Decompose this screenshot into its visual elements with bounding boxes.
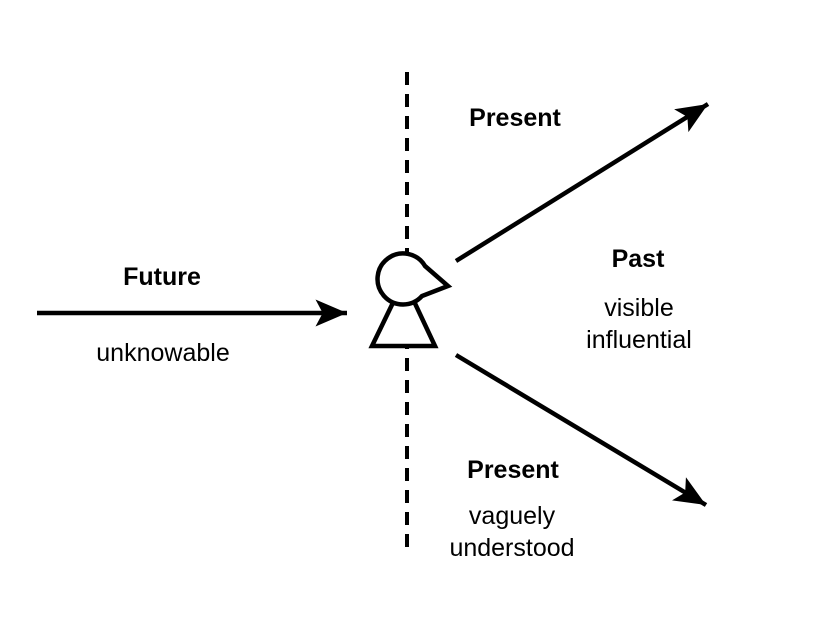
person-profile-icon xyxy=(368,251,453,349)
past-sublabel: visible influential xyxy=(586,292,692,356)
past-subline-1: visible xyxy=(604,294,674,322)
future-sublabel: unknowable xyxy=(96,339,230,367)
past-subline-2: influential xyxy=(586,326,692,354)
present-top-label: Present xyxy=(469,104,561,132)
person-body-triangle xyxy=(368,274,439,349)
past-label: Past xyxy=(611,245,665,273)
present-bottom-label: Present xyxy=(467,456,559,484)
present-lower-arrow xyxy=(454,353,708,507)
person-head-circle xyxy=(375,251,453,307)
present-bottom-subline-1: vaguely xyxy=(468,502,556,530)
present-bottom-subline-2: understood xyxy=(449,534,575,562)
future-label: Future xyxy=(123,263,201,291)
present-bottom-sublabel: vaguely understood xyxy=(449,500,574,564)
past-upper-arrow xyxy=(454,102,710,263)
